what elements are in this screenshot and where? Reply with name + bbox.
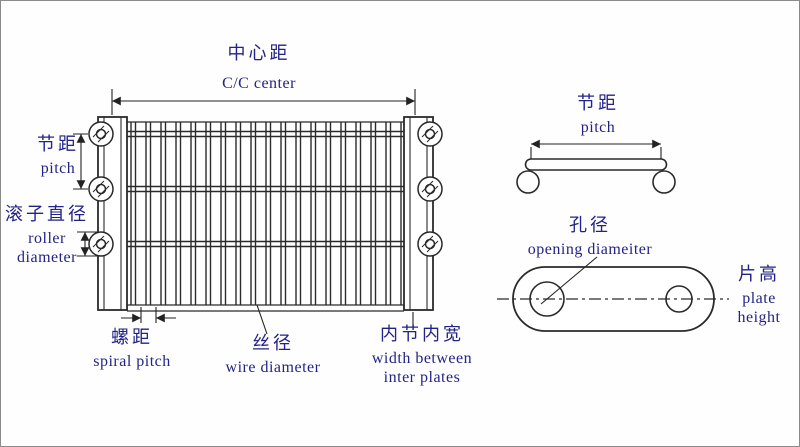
belt-front-view	[88, 116, 443, 312]
right-side-plate-inner-lines	[409, 117, 428, 310]
label-roller-diameter-zh: 滚子直径	[5, 204, 89, 224]
dim-roller-diameter	[77, 231, 98, 257]
label-wire-diameter: 丝径 wire diameter	[226, 333, 321, 378]
label-cc-center-zh: 中心距	[227, 43, 291, 63]
spiral-top-view	[516, 158, 676, 194]
label-pitch-top-view-zh: 节距	[577, 93, 619, 113]
label-wire-diameter-en: wire diameter	[225, 359, 321, 377]
dim-spiral-pitch	[121, 307, 176, 323]
spiral-bar	[524, 158, 668, 171]
label-plate-height: 片高 plate height	[738, 264, 781, 328]
mesh-bottom-edge	[126, 304, 405, 312]
label-pitch-main: 节距 pitch	[37, 134, 79, 179]
label-spiral-pitch: 螺距 spiral pitch	[93, 327, 171, 372]
link-plate-hole-right	[665, 285, 693, 313]
label-inner-width: 内节内宽 width between inter plates	[372, 324, 472, 388]
spiral-hook-right	[652, 170, 676, 194]
label-plate-height-en1: plate	[742, 290, 776, 308]
link-plate-hole-left	[529, 281, 565, 317]
label-roller-diameter-en1: roller	[28, 230, 66, 248]
right-side-plate	[403, 116, 434, 311]
label-wire-diameter-zh: 丝径	[252, 333, 294, 353]
label-plate-height-en2: height	[737, 309, 781, 327]
left-side-plate	[97, 116, 128, 311]
label-inner-width-en1: width between	[371, 350, 473, 368]
label-pitch-main-zh: 节距	[37, 134, 79, 154]
spiral-hook-left	[516, 170, 540, 194]
label-roller-diameter: 滚子直径 roller diameter	[5, 204, 89, 268]
right-rollers	[417, 121, 443, 257]
label-opening-diameter-zh: 孔径	[569, 215, 611, 235]
label-pitch-main-en: pitch	[40, 160, 76, 178]
left-side-plate-inner-lines	[103, 117, 122, 310]
label-spiral-pitch-zh: 螺距	[110, 327, 153, 347]
label-pitch-top-view: 节距 pitch	[577, 93, 619, 138]
dim-pitch	[73, 133, 88, 190]
label-roller-diameter-en2: diameter	[17, 249, 77, 267]
label-opening-diameter-en: opening diameiter	[527, 241, 653, 259]
mesh-wires	[127, 122, 404, 305]
label-inner-width-zh: 内节内宽	[380, 324, 464, 344]
left-rollers	[88, 121, 114, 257]
link-plate-view	[497, 256, 729, 332]
label-cc-center-en: C/C center	[222, 75, 296, 93]
label-opening-diameter: 孔径 opening diameiter	[528, 215, 652, 260]
cross-rods	[101, 130, 430, 248]
label-pitch-top-view-en: pitch	[580, 119, 616, 137]
leader-wire-diameter	[256, 304, 268, 335]
label-spiral-pitch-en: spiral pitch	[93, 353, 171, 371]
dim-pitch-top	[530, 139, 662, 159]
leader-opening-diameter	[540, 256, 598, 305]
label-cc-center: 中心距 C/C center	[222, 43, 296, 94]
label-inner-width-en2: inter plates	[383, 369, 461, 387]
dim-cc-center	[111, 89, 416, 115]
label-plate-height-zh: 片高	[738, 264, 780, 284]
